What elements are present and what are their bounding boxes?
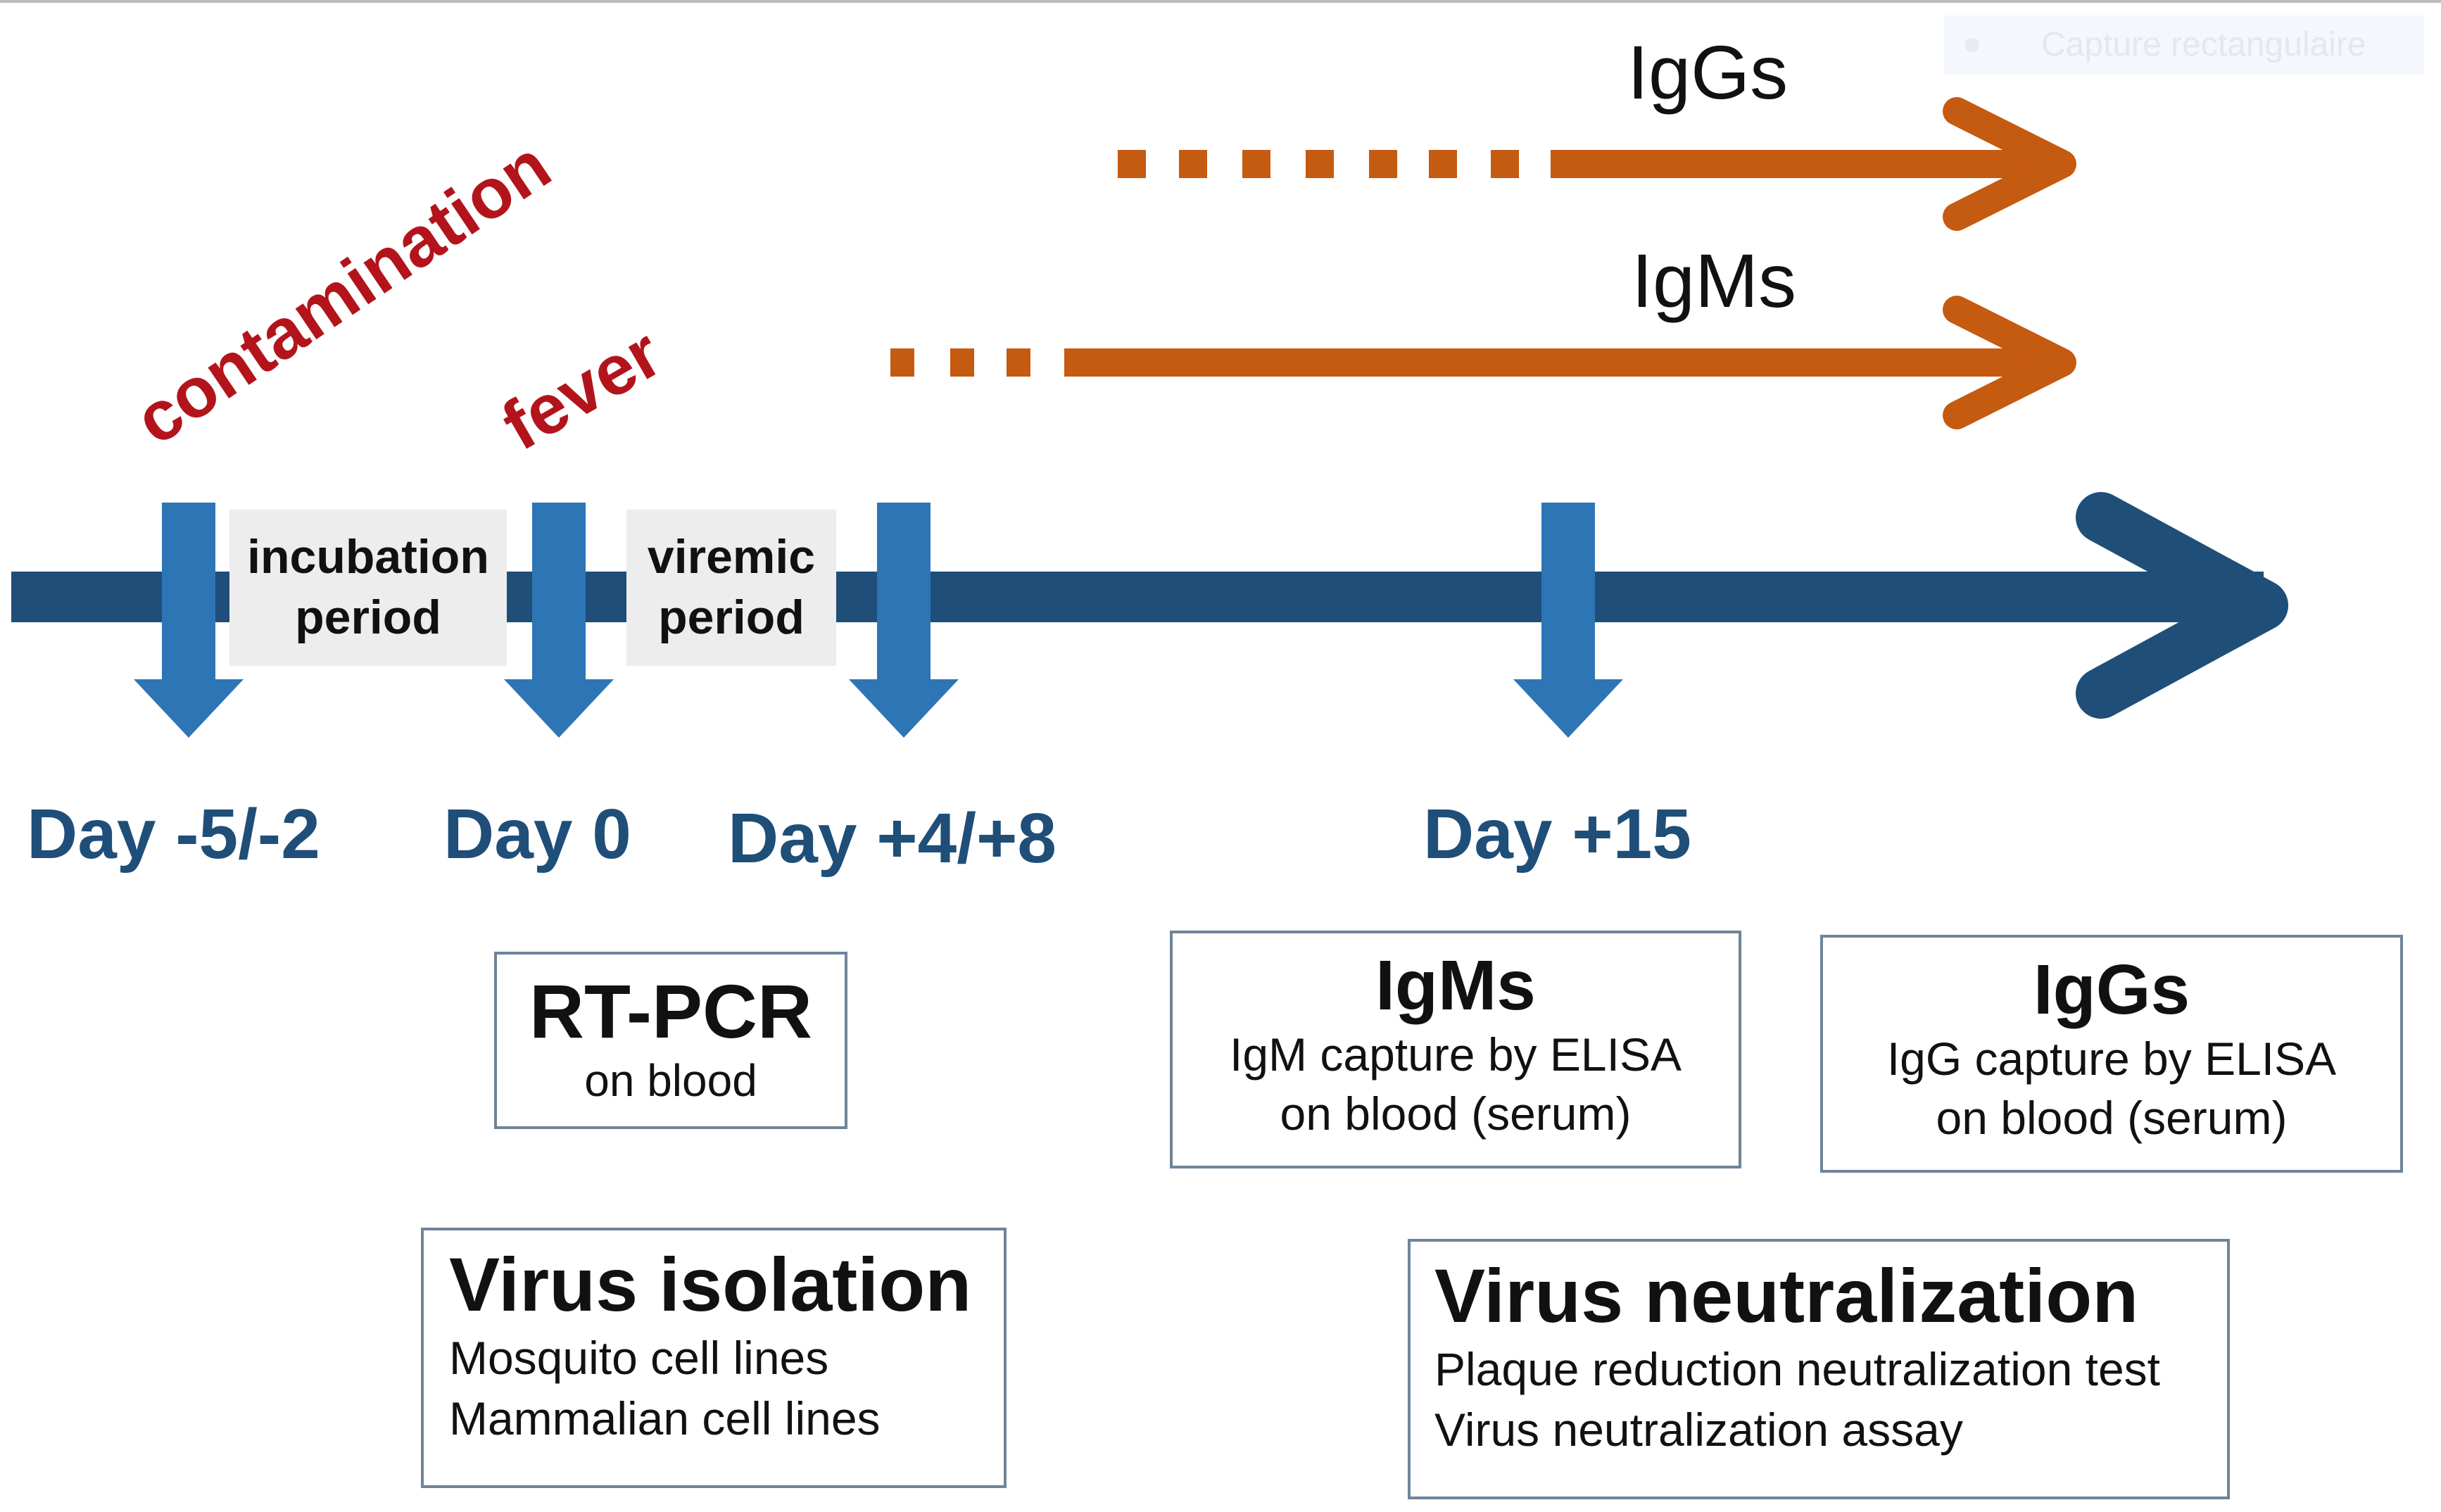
day-label-plus15: Day +15	[1423, 795, 1691, 874]
igg-dotted-segment	[1118, 150, 1519, 178]
igg-arrowhead	[1943, 97, 2076, 231]
igm-test-line2: on blood (serum)	[1280, 1088, 1632, 1140]
virus-isolation-box: Virus isolation Mosquito cell lines Mamm…	[421, 1228, 1007, 1488]
capture-rectangle-button[interactable]: Capture rectangulaire	[1944, 15, 2424, 75]
day-marker-1	[134, 503, 244, 738]
igm-arrowhead	[1943, 296, 2076, 429]
igm-arrow	[890, 296, 2076, 429]
virus-neutralization-title: Virus neutralization	[1434, 1253, 2139, 1338]
igm-test-title: IgMs	[1375, 946, 1536, 1025]
top-divider	[0, 0, 2441, 3]
virus-neutralization-line2: Virus neutralization assay	[1434, 1404, 1963, 1456]
capture-rectangle-label: Capture rectangulaire	[2041, 26, 2366, 63]
day-label-plus4: Day +4/+8	[728, 799, 1057, 878]
day-marker-4	[1513, 503, 1623, 738]
igm-dotted-segment	[890, 348, 1030, 377]
viremic-period-line1: viremic	[647, 530, 816, 584]
virus-neutralization-line1: Plaque reduction neutralization test	[1434, 1343, 2160, 1395]
igg-test-line2: on blood (serum)	[1936, 1092, 2288, 1144]
rtpcr-box: RT-PCR on blood	[494, 952, 847, 1129]
incubation-period-line1: incubation	[247, 530, 489, 584]
rtpcr-title: RT-PCR	[529, 969, 812, 1054]
virus-neutralization-box: Virus neutralization Plaque reduction ne…	[1408, 1239, 2230, 1499]
viremic-period-label: viremic period	[626, 510, 836, 666]
igm-arrow-label: IgMs	[1632, 238, 1797, 323]
day-label-minus5: Day -5/-2	[27, 795, 320, 874]
igm-test-line1: IgM capture by ELISA	[1230, 1028, 1682, 1081]
virus-isolation-line2: Mammalian cell lines	[449, 1392, 881, 1444]
viremic-period-line2: period	[658, 591, 805, 644]
virus-isolation-title: Virus isolation	[449, 1242, 972, 1327]
igg-arrow	[1118, 97, 2076, 231]
igm-test-box: IgMs IgM capture by ELISA on blood (seru…	[1170, 931, 1741, 1168]
igg-test-line1: IgG capture by ELISA	[1886, 1033, 2337, 1085]
capture-icon	[1965, 38, 1979, 52]
incubation-period-line2: period	[295, 591, 441, 644]
igg-test-box: IgGs IgG capture by ELISA on blood (seru…	[1820, 935, 2403, 1173]
igg-test-title: IgGs	[2033, 950, 2190, 1029]
day-label-0: Day 0	[443, 795, 631, 874]
incubation-period-label: incubation period	[229, 510, 507, 666]
igg-arrow-label: IgGs	[1627, 30, 1789, 115]
virus-isolation-line1: Mosquito cell lines	[449, 1332, 829, 1384]
day-marker-3	[849, 503, 959, 738]
rtpcr-line1: on blood	[584, 1055, 757, 1106]
timeline-arrowhead	[2076, 492, 2288, 719]
day-marker-2	[504, 503, 614, 738]
